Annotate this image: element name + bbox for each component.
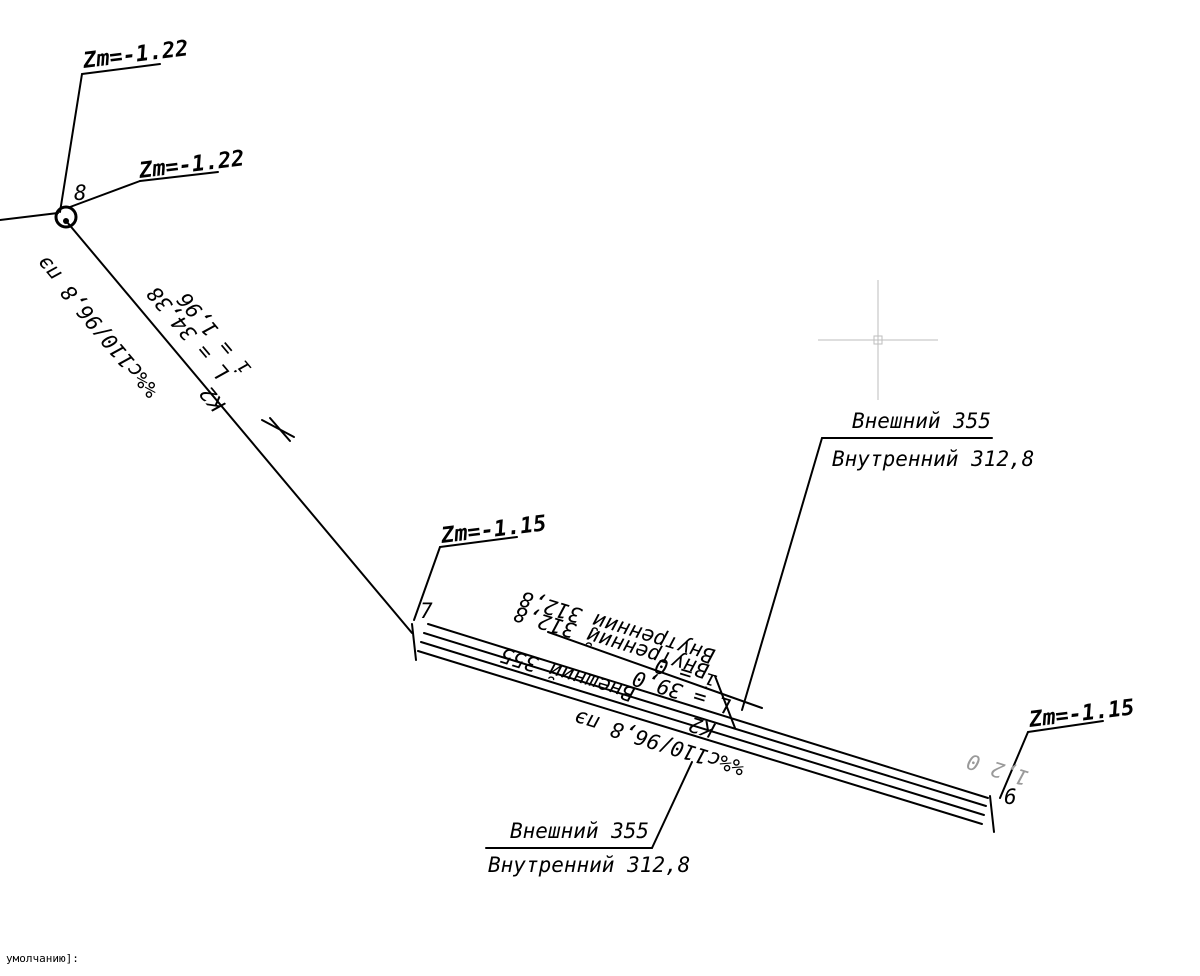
command-line-text: умолчанию]: bbox=[6, 952, 79, 965]
leader-line-node8 bbox=[69, 180, 141, 208]
callout-right-outer: Внешний 355 bbox=[852, 409, 991, 433]
upper-pipe-label: %%c110/96,8 пэ bbox=[32, 251, 164, 402]
lower-network-label: К2 bbox=[686, 712, 718, 743]
elevation-label-node8: Zm=-1.22 bbox=[137, 146, 246, 184]
elevation-label-right: Zm=-1.15 bbox=[1027, 695, 1136, 733]
pipe-end-cap bbox=[989, 795, 995, 833]
underline-lower-labels bbox=[547, 631, 763, 709]
callout-right-inner: Внутренний 312,8 bbox=[832, 447, 1034, 471]
elevation-label-top-left: Zm=-1.22 bbox=[81, 36, 190, 74]
pipe-upper-segment bbox=[66, 221, 413, 634]
underline-top-left bbox=[81, 63, 161, 75]
callout-leader-bottom bbox=[651, 761, 693, 849]
node-number-8: 8 bbox=[74, 181, 87, 205]
pipe-lower-line-1 bbox=[427, 623, 989, 799]
command-line[interactable]: умолчанию]: bbox=[6, 952, 79, 965]
underline-node8 bbox=[139, 171, 219, 182]
crosshair-cursor-icon bbox=[818, 280, 938, 400]
callout-bottom-outer: Внешний 355 bbox=[510, 819, 649, 843]
elevation-label-middle: Zm=-1.15 bbox=[439, 511, 548, 549]
pipe-lower-line-2 bbox=[423, 632, 987, 807]
slope-tick-lower bbox=[714, 675, 736, 729]
leader-line-top-left bbox=[59, 73, 83, 213]
slope-arrow bbox=[269, 417, 291, 442]
manhole-center-dot bbox=[63, 218, 69, 224]
leader-line-right bbox=[999, 731, 1029, 799]
manhole-icon[interactable] bbox=[54, 205, 78, 229]
incoming-pipe-line bbox=[0, 212, 59, 221]
callout-bottom-inner: Внутренний 312,8 bbox=[488, 853, 690, 877]
underline-right bbox=[1027, 720, 1104, 733]
leader-line-middle bbox=[413, 546, 441, 621]
pipe-lower-line-3 bbox=[420, 641, 985, 816]
node-number-7: 7 bbox=[420, 599, 433, 623]
faint-label: 1,2 0 bbox=[964, 749, 1031, 790]
callout-leader-right bbox=[741, 437, 823, 711]
pipe-start-cap bbox=[411, 623, 417, 661]
node-number-6: 6 bbox=[1004, 785, 1017, 809]
pipe-lower-line-4 bbox=[417, 650, 983, 825]
underline-middle bbox=[439, 536, 518, 548]
